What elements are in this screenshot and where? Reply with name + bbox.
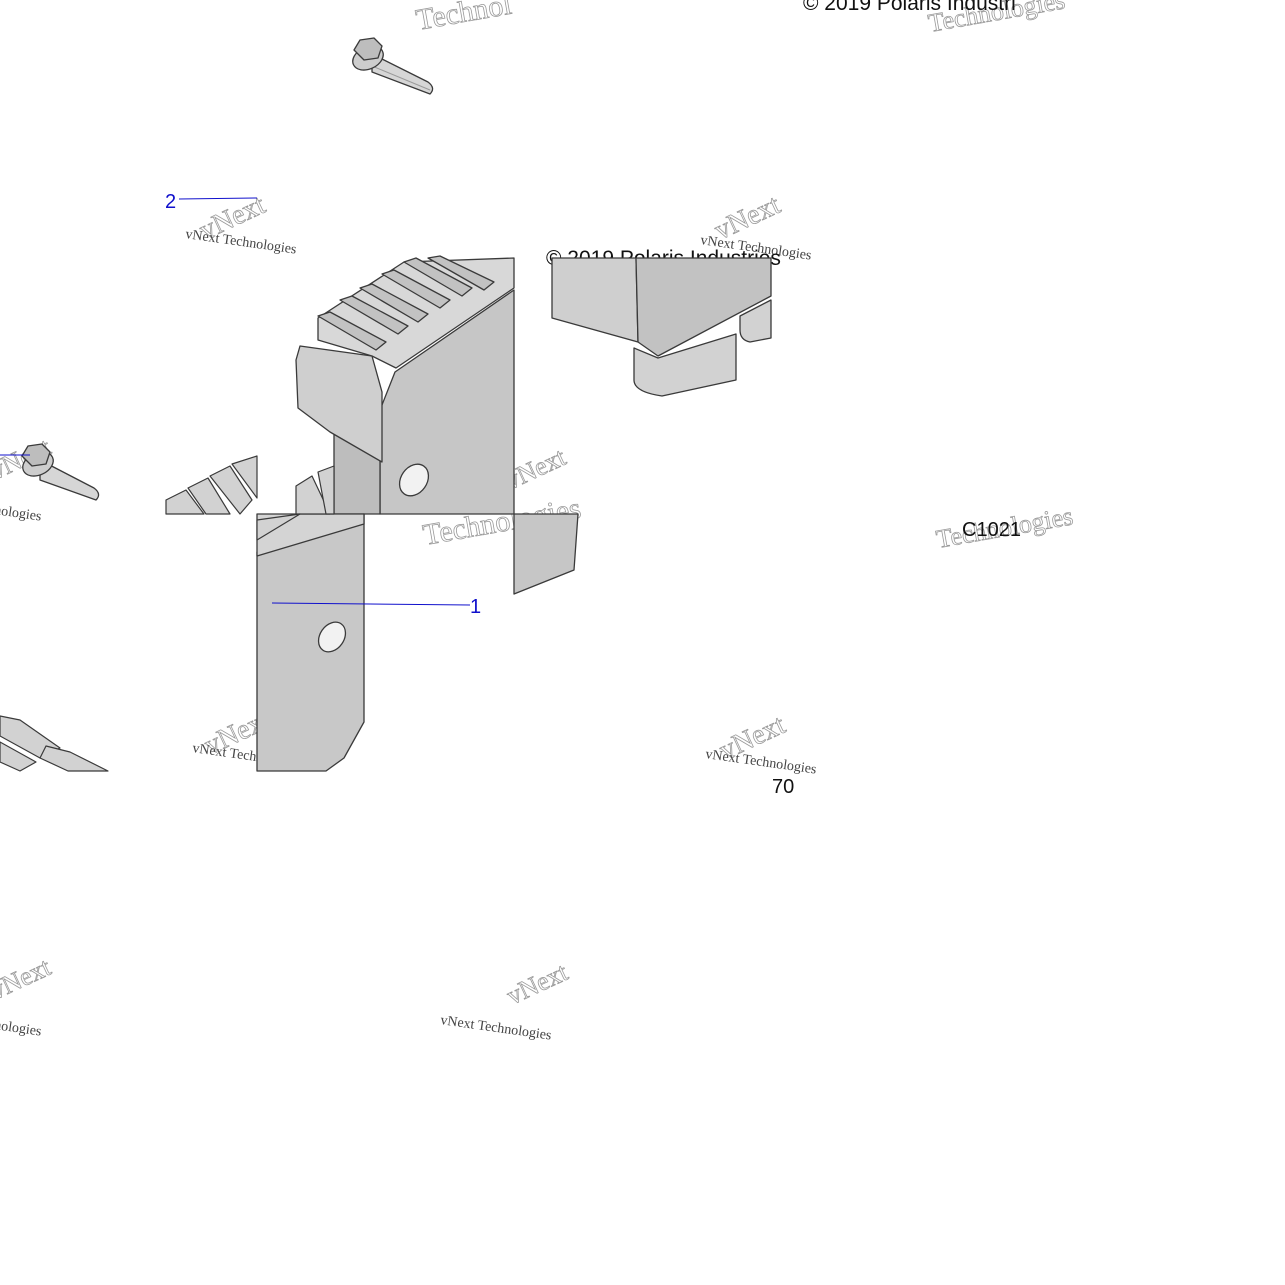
tread-rib	[187, 477, 231, 515]
watermark-text: vNext	[502, 957, 573, 1010]
side-piece-panel	[551, 257, 639, 343]
flange-bolt-left	[21, 443, 100, 501]
callout-number-2: 2	[165, 191, 176, 213]
tread-rib	[0, 741, 37, 772]
callout-leaders	[0, 197, 471, 606]
figure-code: C1021	[962, 519, 1021, 541]
step-bracket-main	[295, 255, 515, 515]
side-piece-face	[635, 257, 772, 357]
tread-rib	[381, 269, 451, 309]
bracket-plate	[256, 513, 365, 772]
side-piece-tab	[739, 299, 772, 343]
side-piece-face	[513, 513, 579, 595]
tread-rib	[256, 513, 301, 541]
bolt-hex-head	[21, 443, 51, 467]
callout-leader-1	[271, 602, 471, 606]
bracket-mount-hole	[398, 463, 430, 497]
tread-fragment-left	[165, 455, 335, 515]
side-piece-foot	[633, 333, 737, 397]
bracket-tread-front	[295, 345, 383, 463]
watermark-line: vNext Technologies	[184, 227, 297, 257]
tread-rib	[427, 255, 495, 291]
bracket-mount-hole	[317, 621, 347, 653]
tread-rib	[339, 295, 409, 335]
tread-rib	[317, 311, 387, 351]
watermark-text: vNext	[0, 952, 56, 1005]
tread-rib	[39, 745, 109, 772]
watermark-layer: Technologies Technologies vNext vNext Te…	[0, 0, 1076, 1011]
tread-rib	[359, 283, 429, 323]
tread-ribs	[317, 255, 495, 351]
page-number: 70	[772, 776, 794, 798]
bolt-hex-head	[353, 37, 383, 61]
tread-rib	[403, 257, 473, 297]
flange-bolt-top	[352, 37, 434, 95]
tread-rib	[209, 465, 253, 515]
step-bracket-lower	[256, 513, 365, 772]
watermark-line: vNext Technologies	[439, 1013, 552, 1043]
bolt-shank	[39, 459, 100, 501]
callout-leader-2	[178, 197, 258, 200]
bolt-shank-shade	[371, 65, 431, 91]
tread-fragment-bottom	[0, 513, 301, 772]
tread-rib	[317, 465, 335, 515]
bolt-shank	[371, 53, 434, 95]
watermark-line: vNext Technologies	[704, 747, 817, 777]
watermark-line: vNext Technologies	[0, 1009, 42, 1039]
step-side-piece-lower	[513, 513, 579, 595]
copyright-text-top: © 2019 Polaris Industri	[803, 0, 1016, 15]
callout-number-1: 1	[470, 596, 481, 618]
tread-rib	[231, 455, 258, 499]
watermark-line: vNext Technologies	[0, 494, 42, 524]
tread-rib	[165, 489, 205, 515]
watermark-text: Technologies	[413, 0, 576, 37]
step-side-piece	[551, 257, 772, 397]
